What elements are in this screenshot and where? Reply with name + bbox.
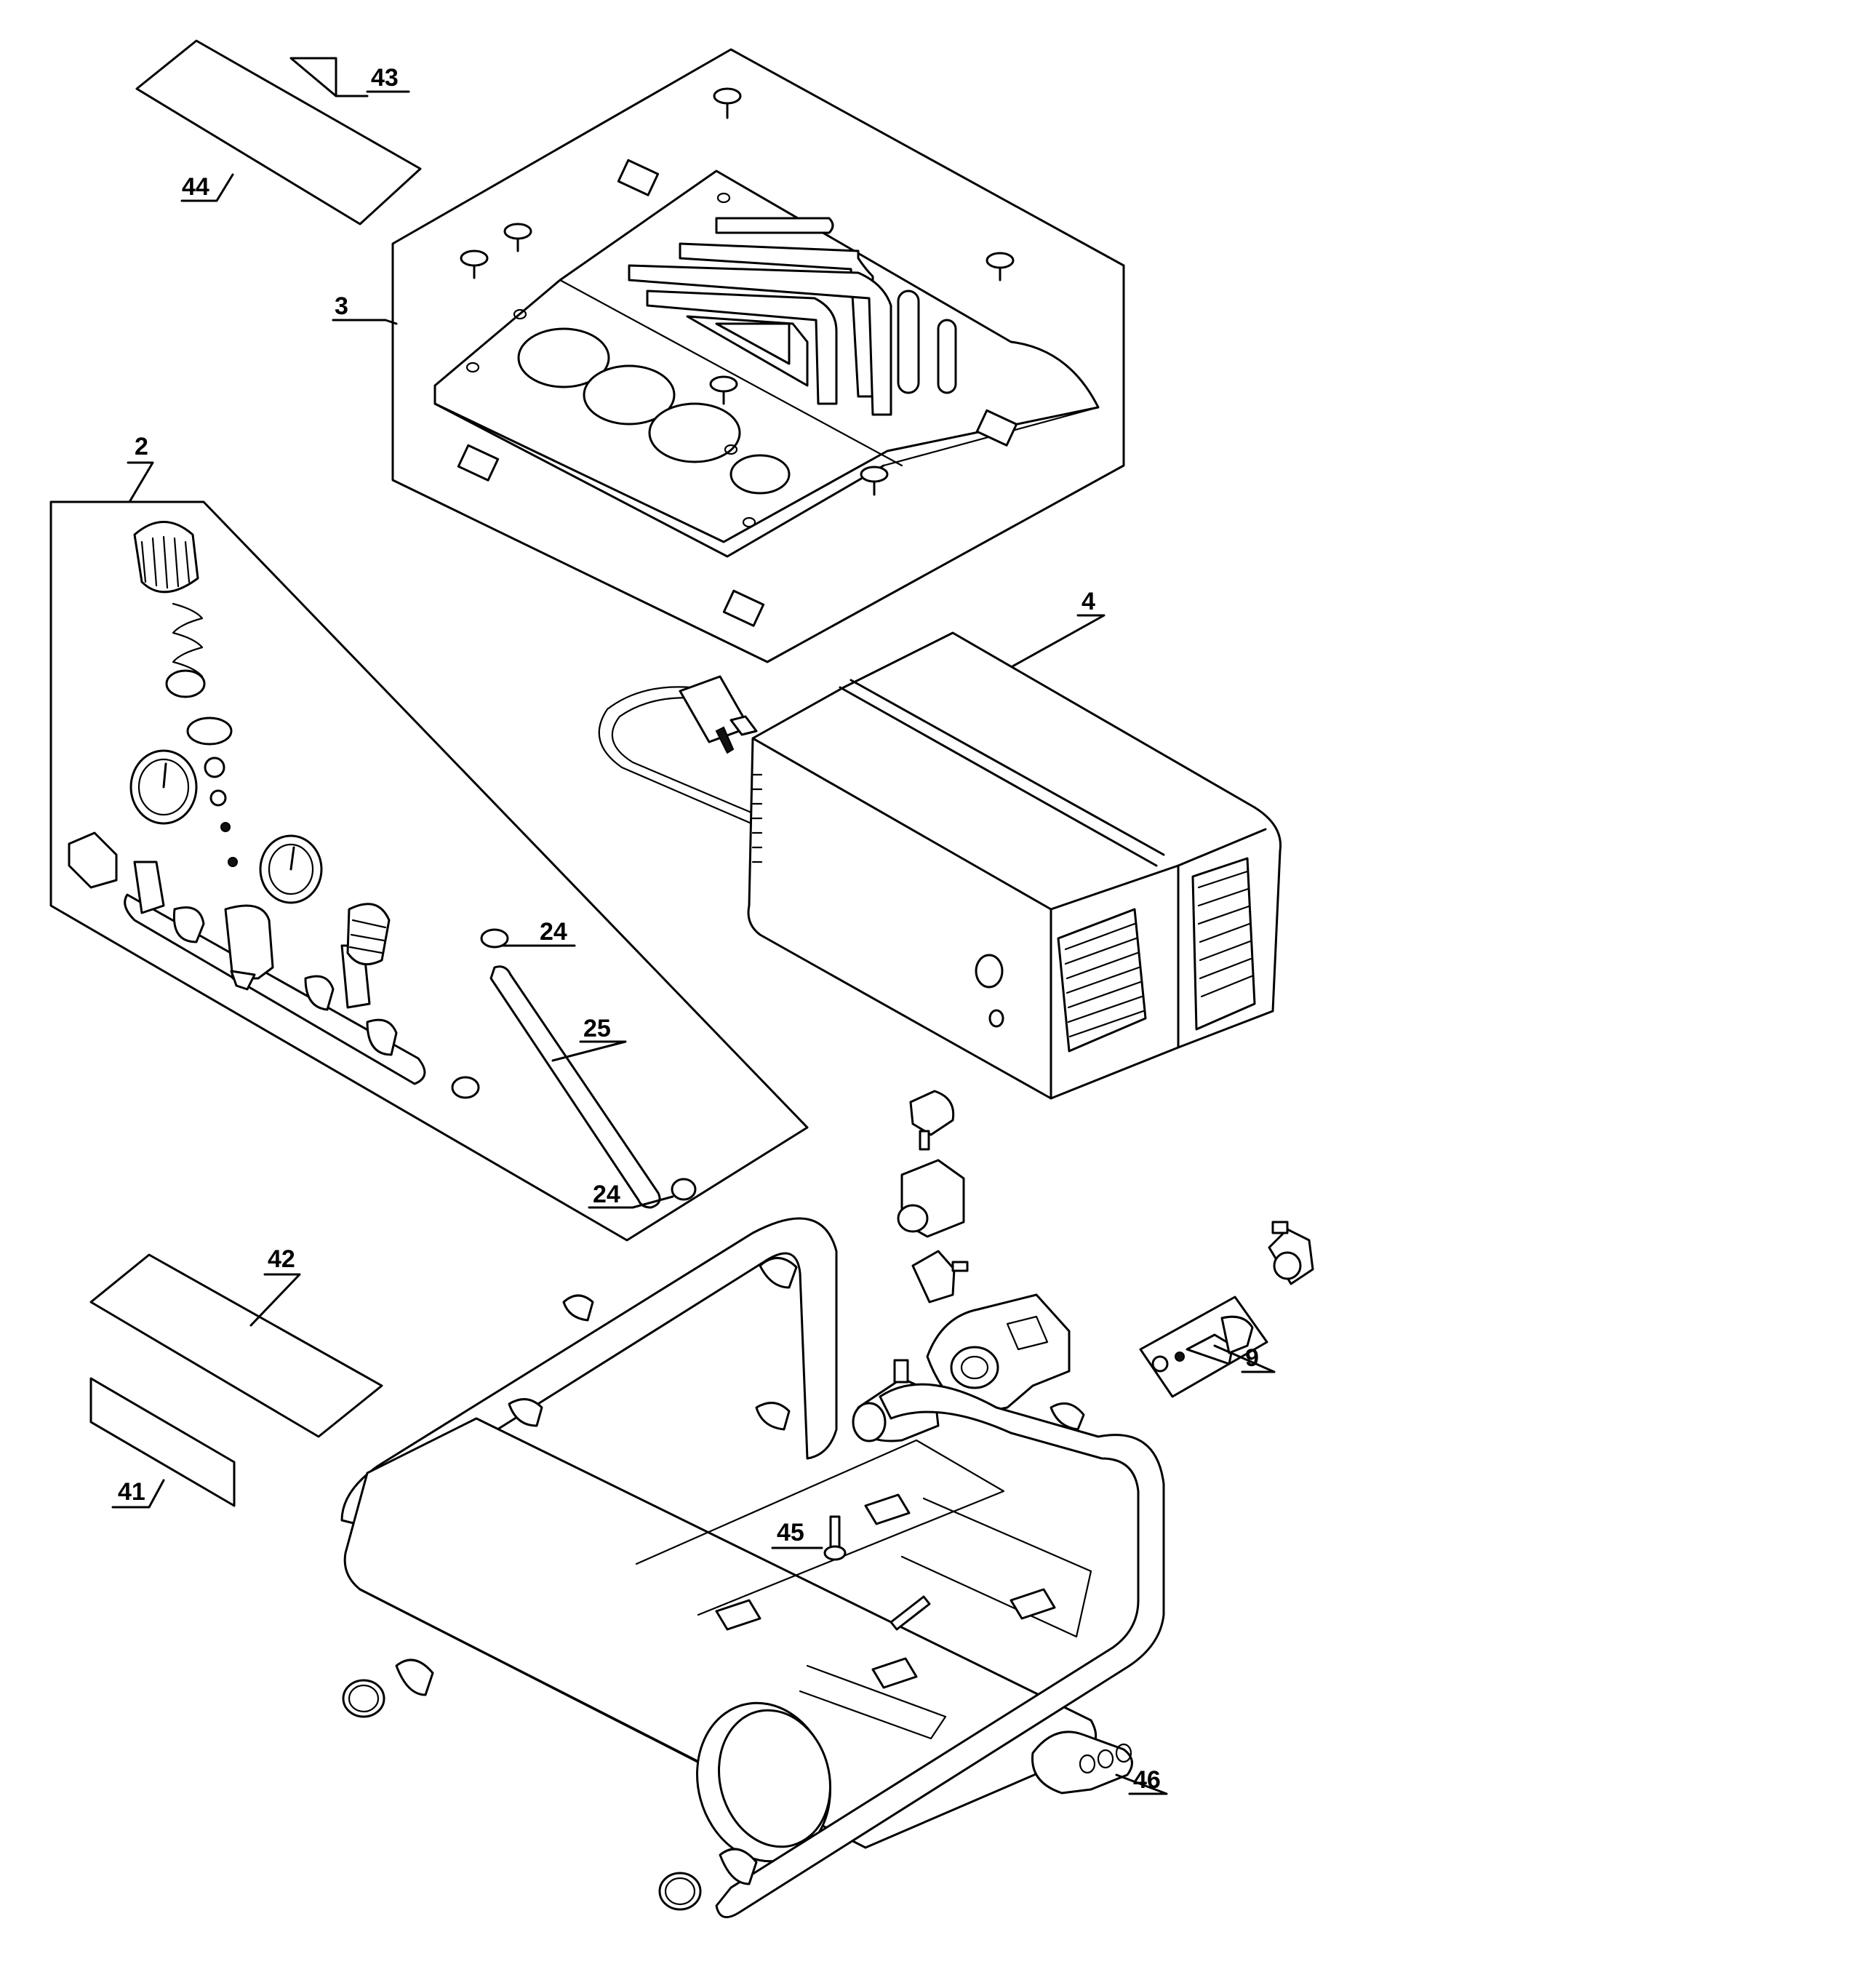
screw-icon (709, 375, 738, 405)
fitting-tee (897, 1159, 965, 1238)
screw-icon (860, 466, 889, 496)
screw-icon (713, 87, 742, 119)
callout-41: 41 (118, 1478, 145, 1506)
screw-icon (986, 252, 1015, 282)
callout-43: 43 (371, 64, 399, 92)
clip-nut-icon (722, 589, 765, 627)
part-41-decal: 41 (89, 1377, 236, 1509)
part-44-decal-sheet: 44 (135, 39, 422, 225)
part-46-cord-wrap: 46 (1031, 1730, 1168, 1795)
callout-3: 3 (335, 292, 348, 320)
tank-and-frame: 45 (340, 1217, 1165, 1919)
clip-nut-icon (975, 409, 1018, 447)
callout-42: 42 (268, 1245, 295, 1273)
part-2-manifold-group: 2 24 (49, 433, 809, 1242)
callout-24b: 24 (593, 1181, 620, 1208)
fitting-elbow-mid (911, 1250, 969, 1304)
clip-nut-icon (457, 444, 500, 482)
part-42-decal: 42 (89, 1245, 383, 1438)
rubber-foot-icon (658, 1872, 702, 1911)
part-43-triangle-decal: 43 (289, 57, 410, 97)
pressure-switch-bracket (926, 1293, 1071, 1416)
screw-icon (503, 223, 532, 252)
fitting-elbow-top (909, 1090, 955, 1151)
callout-25: 25 (583, 1015, 611, 1042)
callout-2: 2 (135, 433, 148, 460)
callout-9: 9 (1245, 1344, 1259, 1372)
part-4-motor-housing: 4 (598, 588, 1282, 1100)
part-3-shroud-group: 3 (332, 48, 1125, 663)
part-9-check-valve-kit: 9 (1139, 1296, 1276, 1398)
callout-45: 45 (777, 1519, 804, 1546)
callout-44: 44 (182, 173, 209, 201)
fitting-elbow-right (1268, 1221, 1314, 1285)
rubber-foot-icon (342, 1679, 385, 1718)
callout-24a: 24 (540, 918, 567, 946)
screw-icon (460, 250, 489, 279)
callout-4: 4 (1082, 588, 1095, 615)
clip-nut-icon (617, 159, 660, 196)
